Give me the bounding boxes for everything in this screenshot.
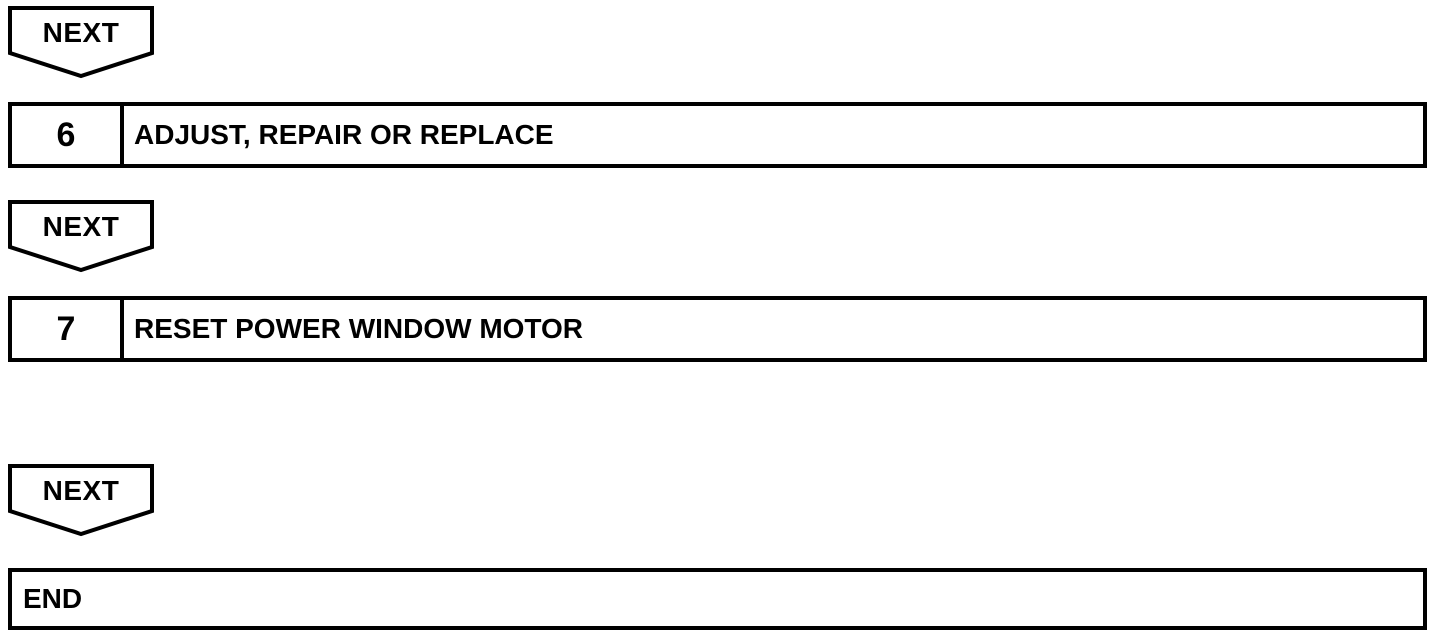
next-label: NEXT — [42, 475, 120, 506]
end-box: END — [8, 568, 1427, 630]
step-box-7: 7 RESET POWER WINDOW MOTOR — [8, 296, 1427, 362]
next-arrow-shape-icon — [8, 464, 154, 537]
next-arrow-2: NEXT — [8, 200, 154, 273]
step-number: 7 — [12, 300, 124, 358]
next-arrow-shape-icon — [8, 200, 154, 273]
next-arrow-shape-icon — [8, 6, 154, 79]
step-text: ADJUST, REPAIR OR REPLACE — [134, 119, 554, 150]
step-number: 6 — [12, 106, 124, 164]
end-label: END — [23, 583, 83, 614]
next-label: NEXT — [42, 17, 120, 48]
step-box-6: 6 ADJUST, REPAIR OR REPLACE — [8, 102, 1427, 168]
step-text: RESET POWER WINDOW MOTOR — [134, 313, 584, 344]
next-arrow-1: NEXT — [8, 6, 154, 79]
next-label: NEXT — [42, 211, 120, 242]
next-arrow-3: NEXT — [8, 464, 154, 537]
